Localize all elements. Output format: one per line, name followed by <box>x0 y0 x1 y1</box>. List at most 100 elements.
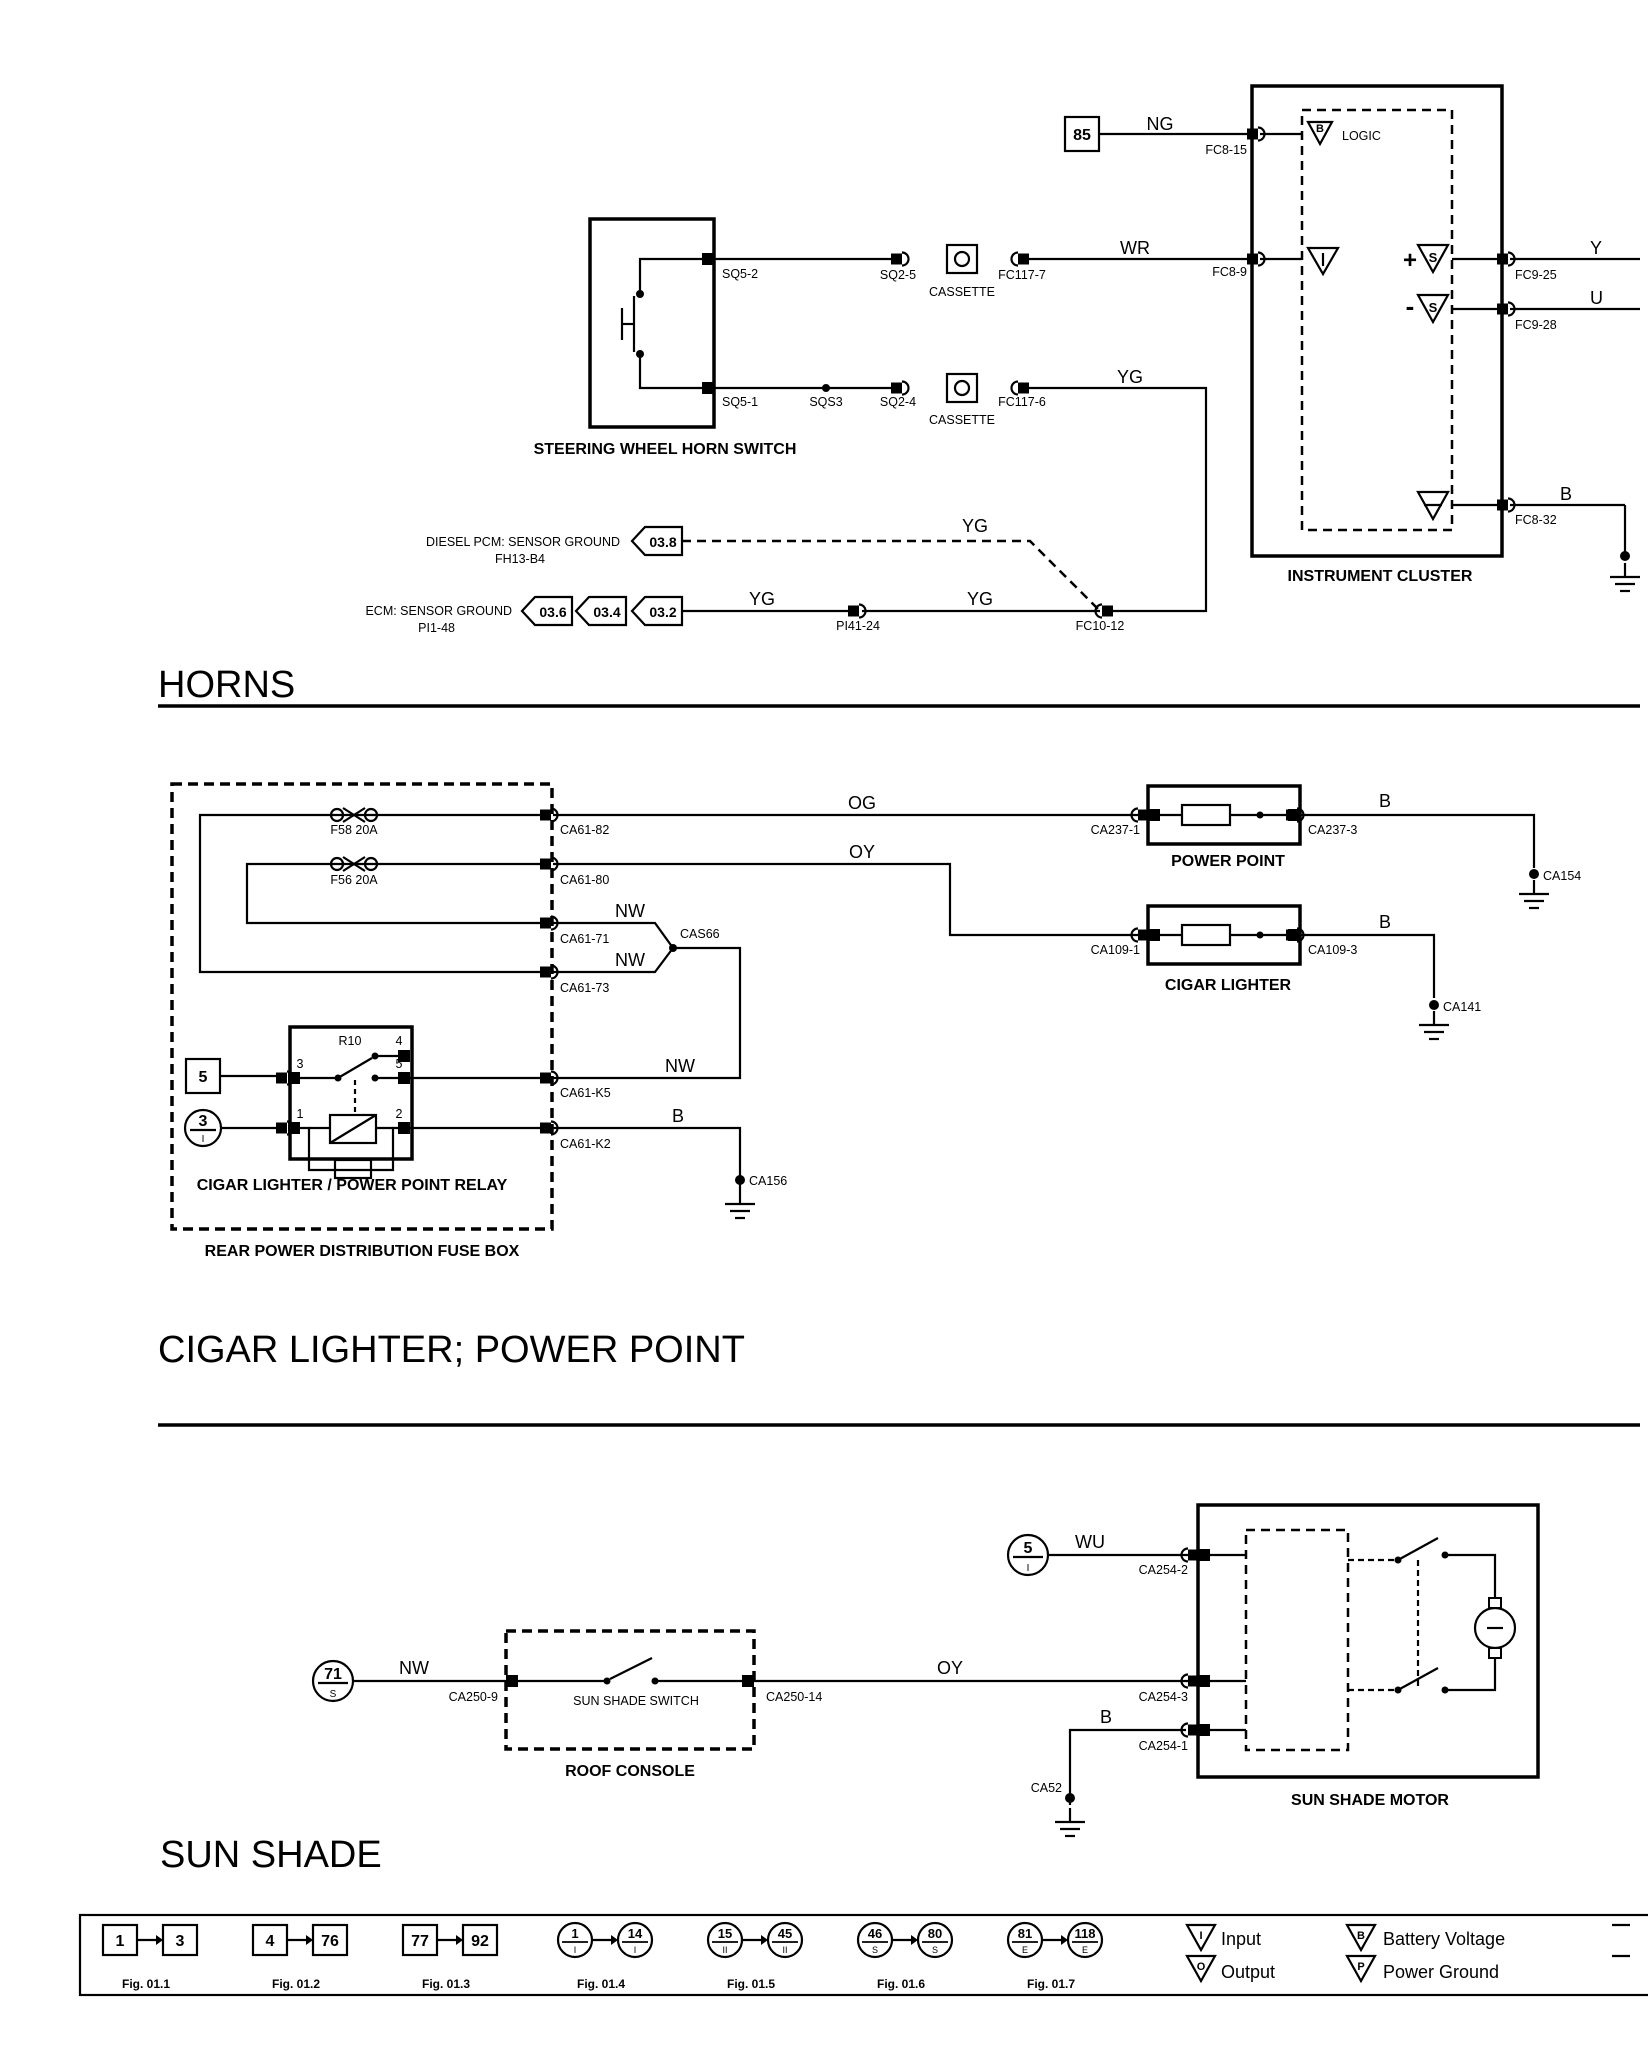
wire-wu: WU <box>1075 1532 1105 1552</box>
pin-ca109-1: CA109-1 <box>1091 943 1140 957</box>
input-legend-icon <box>1185 1923 1217 1953</box>
svg-text:3: 3 <box>297 1057 304 1071</box>
svg-text:B: B <box>1316 123 1324 135</box>
cigar-section: F58 20A F56 20A CA61-82 CA61-80 CA61-71 … <box>158 782 1640 1427</box>
ref-03-6 <box>520 595 574 627</box>
ground-ca154: CA154 <box>1543 869 1581 883</box>
svg-text:03.4: 03.4 <box>593 604 620 620</box>
pin-ca254-3: CA254-3 <box>1139 1690 1188 1704</box>
ref-85: 85 <box>1073 127 1091 144</box>
power-ground-legend-icon <box>1345 1954 1377 1984</box>
relay-contact <box>337 1057 373 1079</box>
wire-yg-top: YG <box>1117 367 1143 387</box>
section-title-sunshade: SUN SHADE <box>160 1834 382 1876</box>
relay-r10-label: R10 <box>339 1034 362 1048</box>
pin-fc117-6: FC117-6 <box>998 395 1046 409</box>
pin-ca237-1: CA237-1 <box>1091 823 1140 837</box>
pin-fc117-7: FC117-7 <box>998 268 1046 282</box>
svg-text:B: B <box>1357 1930 1365 1942</box>
horn-switch-label: STEERING WHEEL HORN SWITCH <box>534 441 797 458</box>
wire-yg-a: YG <box>749 589 775 609</box>
ecm-pin: PI1-48 <box>418 621 455 635</box>
section-title-cigar: CIGAR LIGHTER; POWER POINT <box>158 1329 745 1371</box>
legend-from: 46 <box>868 1926 882 1941</box>
pin-fc8-32: FC8-32 <box>1515 513 1557 527</box>
pin-ca61-k5: CA61-K5 <box>560 1086 611 1100</box>
wire-yg-dashed: YG <box>962 516 988 536</box>
output-legend-icon <box>1185 1954 1217 1984</box>
power-point-label: POWER POINT <box>1171 853 1285 870</box>
cigar-lighter-label: CIGAR LIGHTER <box>1165 977 1292 994</box>
wire-b: B <box>1560 484 1572 504</box>
horns-section: 85 NG FC8-15 B LOGIC FC8-9 + S FC9-25 Y … <box>158 84 1642 708</box>
legend-from-sub: I <box>574 1945 577 1955</box>
legend-output: Output <box>1221 1962 1275 1982</box>
cluster-label: INSTRUMENT CLUSTER <box>1288 568 1473 585</box>
legend-to: 14 <box>628 1926 643 1941</box>
svg-text:P: P <box>1357 1961 1364 1973</box>
pin-ca254-2: CA254-2 <box>1139 1563 1188 1577</box>
sunshade-section: 71 S NW SUN SHADE SWITCH CA250-9 CA250-1… <box>160 1503 1540 1876</box>
svg-text:1: 1 <box>297 1107 304 1121</box>
legend-to: 3 <box>176 1933 185 1950</box>
minus-sign: - <box>1406 291 1415 321</box>
pin-fc10-12: FC10-12 <box>1076 619 1125 633</box>
svg-text:I: I <box>202 1134 205 1145</box>
legend-fig-label: Fig. 01.4 <box>577 1977 625 1991</box>
legend-to-sub: E <box>1082 1945 1088 1955</box>
legend-to-sub: S <box>932 1945 938 1955</box>
pin-sq5-2: SQ5-2 <box>722 267 758 281</box>
cassette-icon <box>945 243 979 275</box>
pin-ca237-3: CA237-3 <box>1308 823 1357 837</box>
legend-fig-label: Fig. 01.5 <box>727 1977 775 1991</box>
roof-console-label: ROOF CONSOLE <box>565 1763 695 1780</box>
pin-ca250-14: CA250-14 <box>766 1690 822 1704</box>
pin-pi41-24: PI41-24 <box>836 619 880 633</box>
svg-text:71: 71 <box>324 1666 342 1683</box>
legend-from: 15 <box>718 1926 732 1941</box>
battery-voltage-icon <box>1306 120 1334 147</box>
legend-from: 1 <box>116 1933 125 1950</box>
cassette-2: CASSETTE <box>929 413 995 427</box>
wire-ng: NG <box>1147 114 1174 134</box>
pin-ca254-1: CA254-1 <box>1139 1739 1188 1753</box>
legend-fig-label: Fig. 01.2 <box>272 1977 320 1991</box>
svg-text:S: S <box>1429 300 1438 315</box>
pin-ca61-71: CA61-71 <box>560 932 609 946</box>
pin-fc9-25: FC9-25 <box>1515 268 1557 282</box>
ecm-label: ECM: SENSOR GROUND <box>365 604 512 618</box>
relay-label: CIGAR LIGHTER / POWER POINT RELAY <box>197 1177 508 1194</box>
pin-fc8-15: FC8-15 <box>1205 143 1247 157</box>
svg-text:S: S <box>330 1689 337 1700</box>
wire-wr: WR <box>1120 238 1150 258</box>
svg-text:I: I <box>1199 1930 1202 1942</box>
pin-ca61-73: CA61-73 <box>560 981 609 995</box>
pin-ca109-3: CA109-3 <box>1308 943 1357 957</box>
wire-u: U <box>1590 288 1603 308</box>
section-title-horns: HORNS <box>158 664 295 706</box>
pin-sq2-5: SQ2-5 <box>880 268 916 282</box>
sun-shade-switch-contact <box>609 1657 653 1680</box>
cassette-icon-2 <box>945 372 979 404</box>
legend-fig-label: Fig. 01.6 <box>877 1977 925 1991</box>
legend-to: 92 <box>471 1933 489 1950</box>
fuse-f58: F58 20A <box>330 823 378 837</box>
legend-from: 77 <box>411 1933 429 1950</box>
legend-from: 81 <box>1018 1926 1032 1941</box>
logic-label: LOGIC <box>1342 129 1381 143</box>
splice-sqs3 <box>822 384 830 392</box>
roof-console <box>504 1629 756 1751</box>
fuse-f56-icon <box>329 856 379 872</box>
legend-from-sub: E <box>1022 1945 1028 1955</box>
ground-point <box>1620 551 1630 561</box>
wire-og: OG <box>848 793 876 813</box>
pin-ca250-9: CA250-9 <box>449 1690 498 1704</box>
wire-b-relay: B <box>672 1106 684 1126</box>
legend-fig-label: Fig. 01.1 <box>122 1977 170 1991</box>
ground-ca52: CA52 <box>1031 1781 1062 1795</box>
wire-nw-3: NW <box>665 1056 695 1076</box>
signal-output-icon <box>1416 243 1450 275</box>
wire-nw-ss: NW <box>399 1658 429 1678</box>
